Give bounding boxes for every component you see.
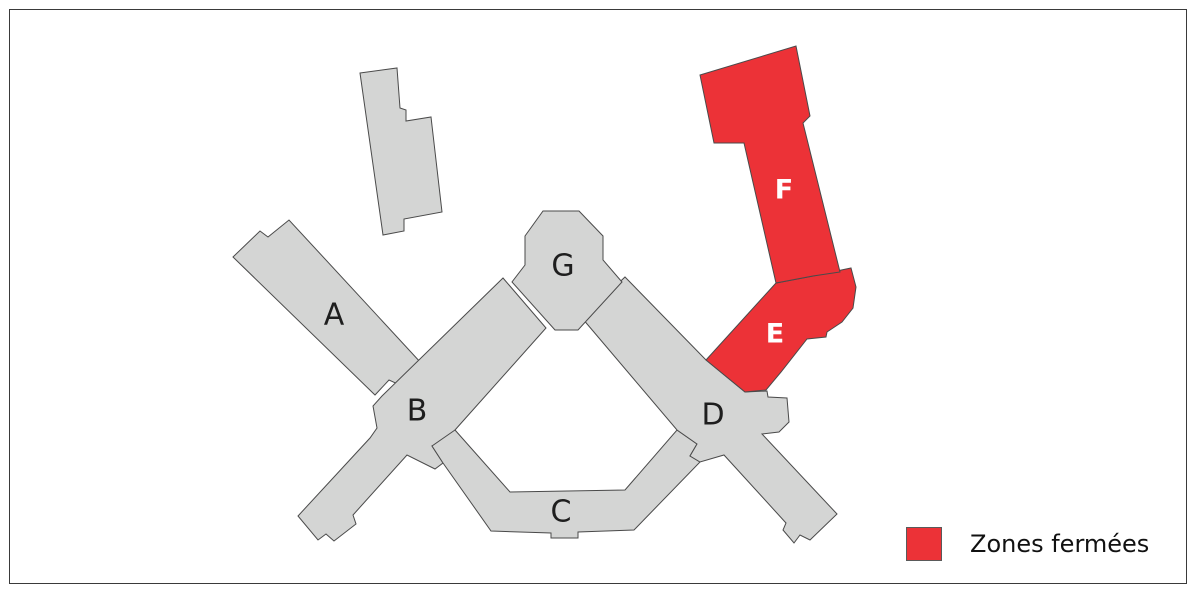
legend: Zones fermées: [906, 527, 1149, 561]
wing-a-label: A: [324, 298, 345, 333]
detached-building[interactable]: [359, 67, 443, 236]
wing-f[interactable]: [699, 45, 841, 284]
wing-g[interactable]: [511, 210, 623, 331]
legend-closed-swatch: [906, 527, 942, 561]
wing-f-label: F: [775, 175, 793, 206]
wing-g-label: G: [551, 249, 574, 284]
wing-d-label: D: [701, 398, 724, 433]
wing-e-label: E: [766, 319, 784, 350]
wing-c-label: C: [551, 495, 572, 530]
wing-b-label: B: [407, 394, 428, 429]
wing-d[interactable]: [581, 276, 838, 544]
legend-closed-label: Zones fermées: [970, 530, 1150, 558]
wing-c[interactable]: [431, 429, 701, 539]
